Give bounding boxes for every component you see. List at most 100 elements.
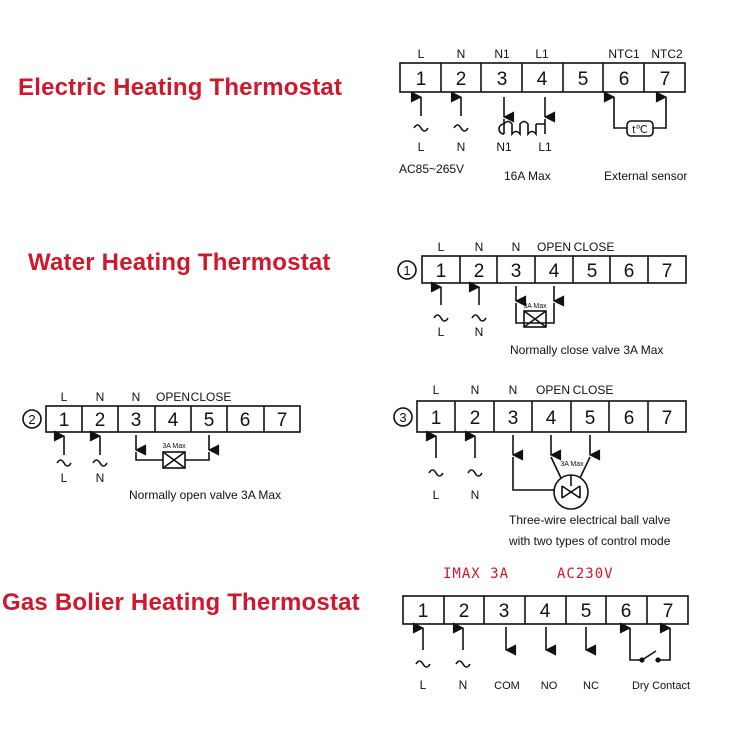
- wiring-arrows: [53, 91, 672, 656]
- valve-note: Normally open valve 3A Max: [129, 488, 281, 502]
- terminal-sub-label: NC: [583, 680, 599, 692]
- terminal-strips: [45, 62, 689, 625]
- terminal-sub-label: Dry Contact: [632, 680, 690, 692]
- load-symbols: [56, 119, 671, 668]
- terminal-number: 4: [546, 408, 557, 429]
- mode-markers: 1 2 3: [22, 260, 417, 429]
- terminal-number: 7: [663, 601, 674, 622]
- gas-boiler-title: Gas Bolier Heating Thermostat: [2, 589, 360, 616]
- terminal-sub-label: N1: [496, 140, 512, 154]
- terminal-sub-label: COM: [494, 680, 520, 692]
- terminal-number: 3: [508, 408, 519, 429]
- sensor-note: External sensor: [604, 169, 687, 183]
- water-heating-title: Water Heating Thermostat: [28, 249, 331, 276]
- terminal-sub-label: N: [471, 488, 480, 502]
- ac-source-icon: [471, 314, 487, 322]
- terminal-number: 3: [131, 410, 142, 431]
- terminal-number: 4: [537, 69, 548, 90]
- terminal-number: 2: [470, 408, 481, 429]
- valve-rating: 3A Max: [523, 303, 547, 310]
- terminal-header: CLOSE: [191, 390, 232, 404]
- terminal-header: CLOSE: [573, 383, 614, 397]
- terminal-number: 3: [511, 261, 522, 282]
- terminal-number: 7: [277, 410, 288, 431]
- terminal-header: N: [132, 390, 141, 404]
- terminal-header: N1: [494, 47, 510, 61]
- terminal-number: 1: [416, 69, 427, 90]
- imax-rating: IMAX 3A: [443, 566, 509, 582]
- terminal-number: 4: [540, 601, 551, 622]
- mode-marker: 3: [399, 410, 406, 425]
- terminal-number: 2: [95, 410, 106, 431]
- terminal-header: L: [433, 383, 440, 397]
- terminal-headers: L N N1 L1 NTC1 NTC2 L N N OPEN CLOSE L N…: [61, 47, 683, 404]
- ac-source-icon: [455, 660, 471, 668]
- terminal-sub-label: L: [418, 140, 425, 154]
- terminal-header: N: [512, 240, 521, 254]
- terminal-header: L: [61, 390, 68, 404]
- terminal-number: 5: [585, 408, 596, 429]
- valve-note: Three-wire electrical ball valve: [509, 513, 671, 527]
- terminal-number: 6: [624, 408, 635, 429]
- mode-marker: 1: [403, 263, 410, 278]
- terminal-sub-label: L: [433, 488, 440, 502]
- terminal-sub-labels: L N N1 L1 t℃ L N 3A Max L N 3A Max L N 3…: [61, 124, 690, 692]
- terminal-sub-label: L: [420, 678, 427, 692]
- voltage-rating: AC230V: [557, 566, 614, 582]
- valve-rating: 3A Max: [560, 461, 584, 468]
- ac-source-icon: [413, 124, 429, 132]
- terminal-sub-label: L1: [538, 140, 552, 154]
- terminal-sub-label: N: [457, 140, 466, 154]
- terminal-header: L: [418, 47, 425, 61]
- terminal-number: 1: [418, 601, 429, 622]
- terminal-number: 4: [168, 410, 179, 431]
- terminal-header: N: [471, 383, 480, 397]
- terminal-sub-label: N: [459, 678, 468, 692]
- terminal-number: 1: [59, 410, 70, 431]
- terminal-header: N: [96, 390, 105, 404]
- terminal-number: 5: [204, 410, 215, 431]
- valve-note: with two types of control mode: [508, 534, 671, 548]
- terminal-number: 2: [459, 601, 470, 622]
- ac-source-icon: [467, 469, 483, 477]
- terminal-number: 3: [499, 601, 510, 622]
- terminal-number: 6: [621, 601, 632, 622]
- terminal-header: OPEN: [536, 383, 570, 397]
- ac-source-icon: [428, 469, 444, 477]
- supply-voltage: AC85~265V: [399, 162, 464, 176]
- heating-load-icon: [498, 119, 546, 137]
- terminal-number: 3: [497, 69, 508, 90]
- terminal-number: 5: [581, 601, 592, 622]
- terminal-number: 1: [431, 408, 442, 429]
- load-rating: 16A Max: [504, 169, 551, 183]
- terminal-header: N: [457, 47, 466, 61]
- terminal-header: OPEN: [537, 240, 571, 254]
- terminal-number: 6: [240, 410, 251, 431]
- terminal-numbers: 1 2 3 4 5 6 7 1 2 3 4 5 6 7 1 2 3 4 5 6 …: [59, 69, 674, 622]
- terminal-header: N: [475, 240, 484, 254]
- terminal-sub-label: N: [475, 325, 484, 339]
- ac-source-icon: [92, 459, 108, 467]
- terminal-sub-label: NO: [541, 680, 558, 692]
- valve-icon: [162, 451, 186, 469]
- dry-contact-icon: [629, 648, 671, 661]
- terminal-header: CLOSE: [574, 240, 615, 254]
- ac-source-icon: [56, 459, 72, 467]
- terminal-number: 7: [662, 261, 673, 282]
- valve-icon: [523, 310, 547, 328]
- terminal-number: 7: [660, 69, 671, 90]
- electric-heating-title: Electric Heating Thermostat: [18, 74, 343, 101]
- terminal-number: 2: [456, 69, 467, 90]
- terminal-number: 2: [474, 261, 485, 282]
- notes: AC85~265V 16A Max External sensor Normal…: [129, 162, 687, 582]
- terminal-number: 5: [587, 261, 598, 282]
- terminal-number: 1: [436, 261, 447, 282]
- terminal-header: N: [509, 383, 518, 397]
- ac-source-icon: [453, 124, 469, 132]
- terminal-header: OPEN: [156, 390, 190, 404]
- valve-note: Normally close valve 3A Max: [510, 343, 663, 357]
- terminal-sub-label: N: [96, 471, 105, 485]
- valve-rating: 3A Max: [162, 443, 186, 450]
- terminal-sub-label: L: [61, 471, 68, 485]
- terminal-header: NTC1: [608, 47, 640, 61]
